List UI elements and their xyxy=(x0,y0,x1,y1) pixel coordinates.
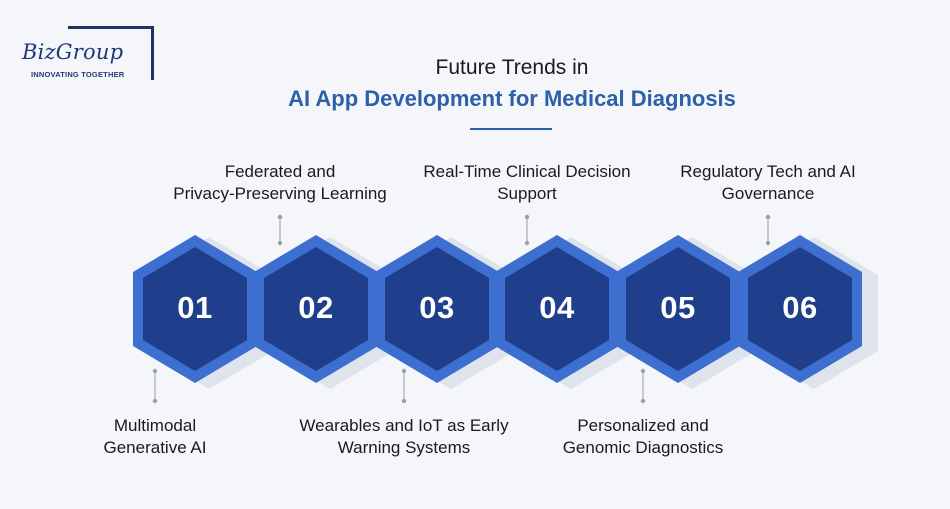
connector-dot-6 xyxy=(765,240,771,246)
connector-dot-5 xyxy=(640,398,646,404)
title-line-1: Future Trends in xyxy=(435,56,589,79)
connector-dot-2 xyxy=(277,240,283,246)
hex-inner-4 xyxy=(505,247,609,371)
connector-dot-3 xyxy=(401,368,407,374)
logo-name: BizGroup xyxy=(22,40,128,64)
logo-frame xyxy=(68,26,154,80)
hex-inner-5 xyxy=(626,247,730,371)
hex-inner-2 xyxy=(264,247,368,371)
step-number-06: 06 xyxy=(782,290,818,325)
step-number-05: 05 xyxy=(660,290,696,325)
hex-inner-6 xyxy=(748,247,852,371)
step-number-02: 02 xyxy=(298,290,334,325)
title-line-2: AI App Development for Medical Diagnosis xyxy=(288,86,736,111)
step-number-03: 03 xyxy=(419,290,455,325)
step-number-01: 01 xyxy=(177,290,213,325)
connector-dot-2 xyxy=(277,214,283,220)
connector-dot-6 xyxy=(765,214,771,220)
step-number-04: 04 xyxy=(539,290,575,325)
connector-dot-4 xyxy=(524,214,530,220)
connector-dot-5 xyxy=(640,368,646,374)
connector-dot-4 xyxy=(524,240,530,246)
connector-dot-1 xyxy=(152,398,158,404)
hex-inner-3 xyxy=(385,247,489,371)
title-divider xyxy=(470,128,552,130)
connector-dot-3 xyxy=(401,398,407,404)
logo-tagline: INNOVATING TOGETHER xyxy=(31,70,128,79)
connector-dot-1 xyxy=(152,368,158,374)
company-logo: BizGroup INNOVATING TOGETHER xyxy=(22,26,156,82)
hex-inner-1 xyxy=(143,247,247,371)
